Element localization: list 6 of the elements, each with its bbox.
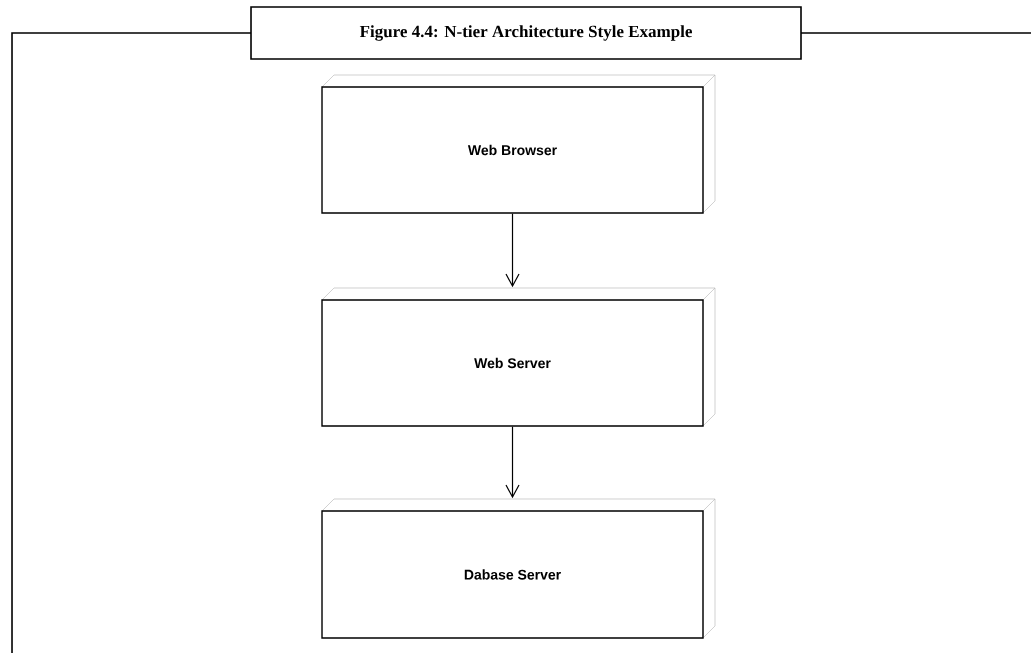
arrow (505, 426, 520, 499)
title-box: Figure 4.4: N-tier Architecture Style Example (250, 6, 802, 60)
tier-box: Web Server (321, 287, 716, 427)
tier-box: Web Browser (321, 74, 716, 214)
arrow (505, 213, 520, 288)
tier-box: Dabase Server (321, 498, 716, 639)
